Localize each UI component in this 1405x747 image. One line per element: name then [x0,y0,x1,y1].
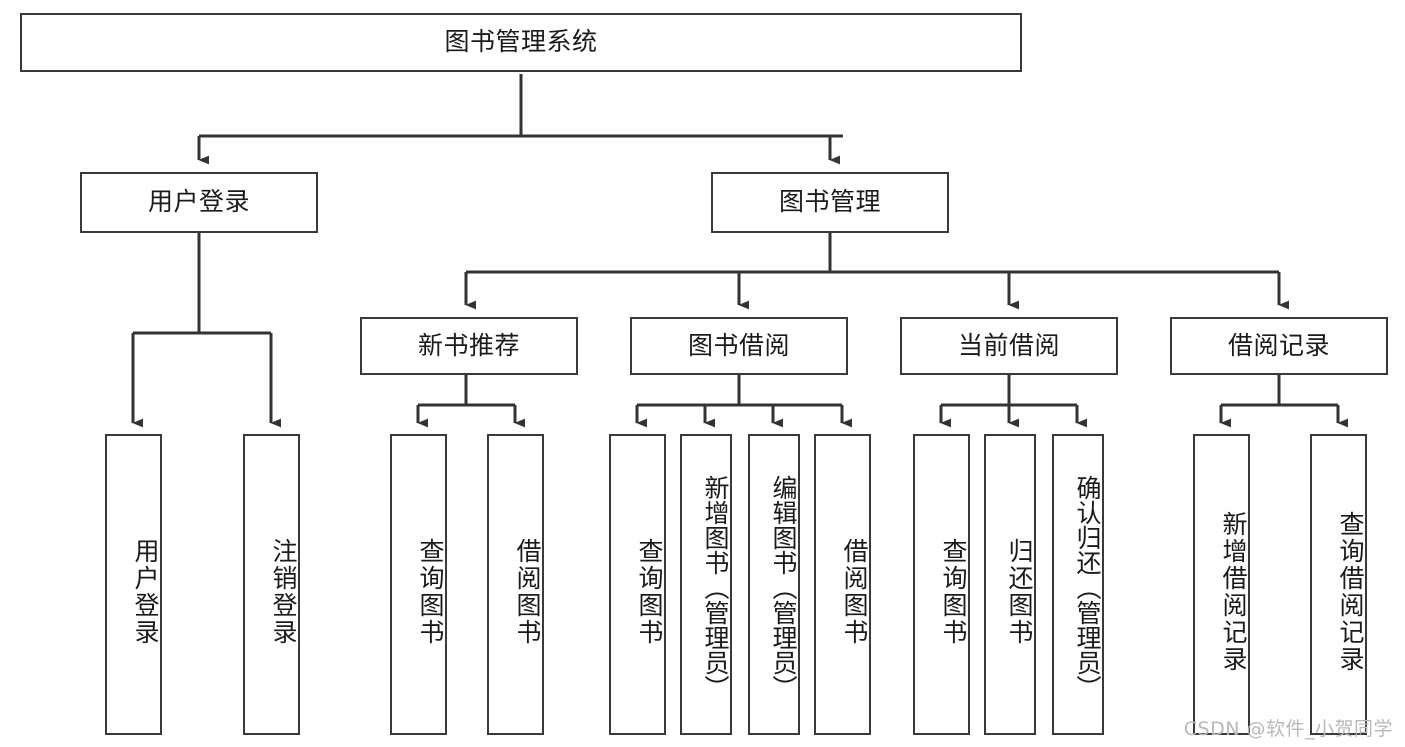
node-label: 查询图书 [416,537,445,646]
node-label: 确认归还（管理员） [1073,475,1102,700]
node-label: 查询图书 [939,537,968,646]
edges-userlogin-to-leaves [131,233,282,428]
node-label: 借阅记录 [1227,330,1330,360]
leaf-node-return-book[interactable]: 归还图书 [984,434,1036,735]
edges-root-to-level2 [197,74,843,165]
node-label: 查询图书 [635,537,664,646]
node-label: 当前借阅 [957,330,1060,360]
node-label: 注销登录 [269,537,298,646]
node-label: 归还图书 [1005,537,1034,646]
node-label: 借阅图书 [840,537,869,646]
leaf-node-borrow-book[interactable]: 借阅图书 [814,434,871,735]
leaf-node-confirm-return-admin[interactable]: 确认归还（管理员） [1052,434,1104,735]
node-label: 借阅图书 [513,537,542,646]
node-label: 查询借阅记录 [1336,510,1365,673]
edges-bookmanage-to-level3 [464,233,1290,310]
node-label: 新书推荐 [417,330,520,360]
leaf-node-add-book-admin[interactable]: 新增图书（管理员） [680,434,732,735]
edges-newbookrec-to-leaves [416,375,526,428]
node-new-book-recommend[interactable]: 新书推荐 [360,317,578,375]
leaf-node-query-book-current[interactable]: 查询图书 [913,434,970,735]
leaf-node-query-book-borrow[interactable]: 查询图书 [609,434,666,735]
node-label: 图书借阅 [687,330,790,360]
node-label: 编辑图书（管理员） [769,475,798,700]
node-label: 新增借阅记录 [1219,510,1248,673]
leaf-node-add-borrow-record[interactable]: 新增借阅记录 [1193,434,1250,735]
node-label: 用户登录 [147,187,250,217]
node-user-login[interactable]: 用户登录 [80,172,318,233]
node-root-book-management-system[interactable]: 图书管理系统 [20,13,1022,72]
node-label: 新增图书（管理员） [701,475,730,700]
leaf-node-query-borrow-record[interactable]: 查询借阅记录 [1310,434,1367,735]
edges-borrowrecord-to-leaves [1219,375,1349,428]
csdn-watermark: CSDN @软件_小贺同学 [1183,718,1393,740]
leaf-node-logout[interactable]: 注销登录 [243,434,300,735]
node-borrow-record[interactable]: 借阅记录 [1170,317,1388,375]
node-label: 图书管理 [778,187,881,217]
node-label: 用户登录 [131,537,160,646]
node-current-borrow[interactable]: 当前借阅 [900,317,1118,375]
node-label: 图书管理系统 [444,27,598,57]
leaf-node-query-book-recommend[interactable]: 查询图书 [390,434,447,735]
node-book-management[interactable]: 图书管理 [711,172,949,233]
edges-bookborrow-to-leaves [635,375,853,428]
edges-currentborrow-to-leaves [939,375,1088,428]
node-book-borrow[interactable]: 图书借阅 [630,317,848,375]
leaf-node-borrow-book-recommend[interactable]: 借阅图书 [487,434,544,735]
leaf-node-user-login[interactable]: 用户登录 [105,434,162,735]
leaf-node-edit-book-admin[interactable]: 编辑图书（管理员） [748,434,800,735]
